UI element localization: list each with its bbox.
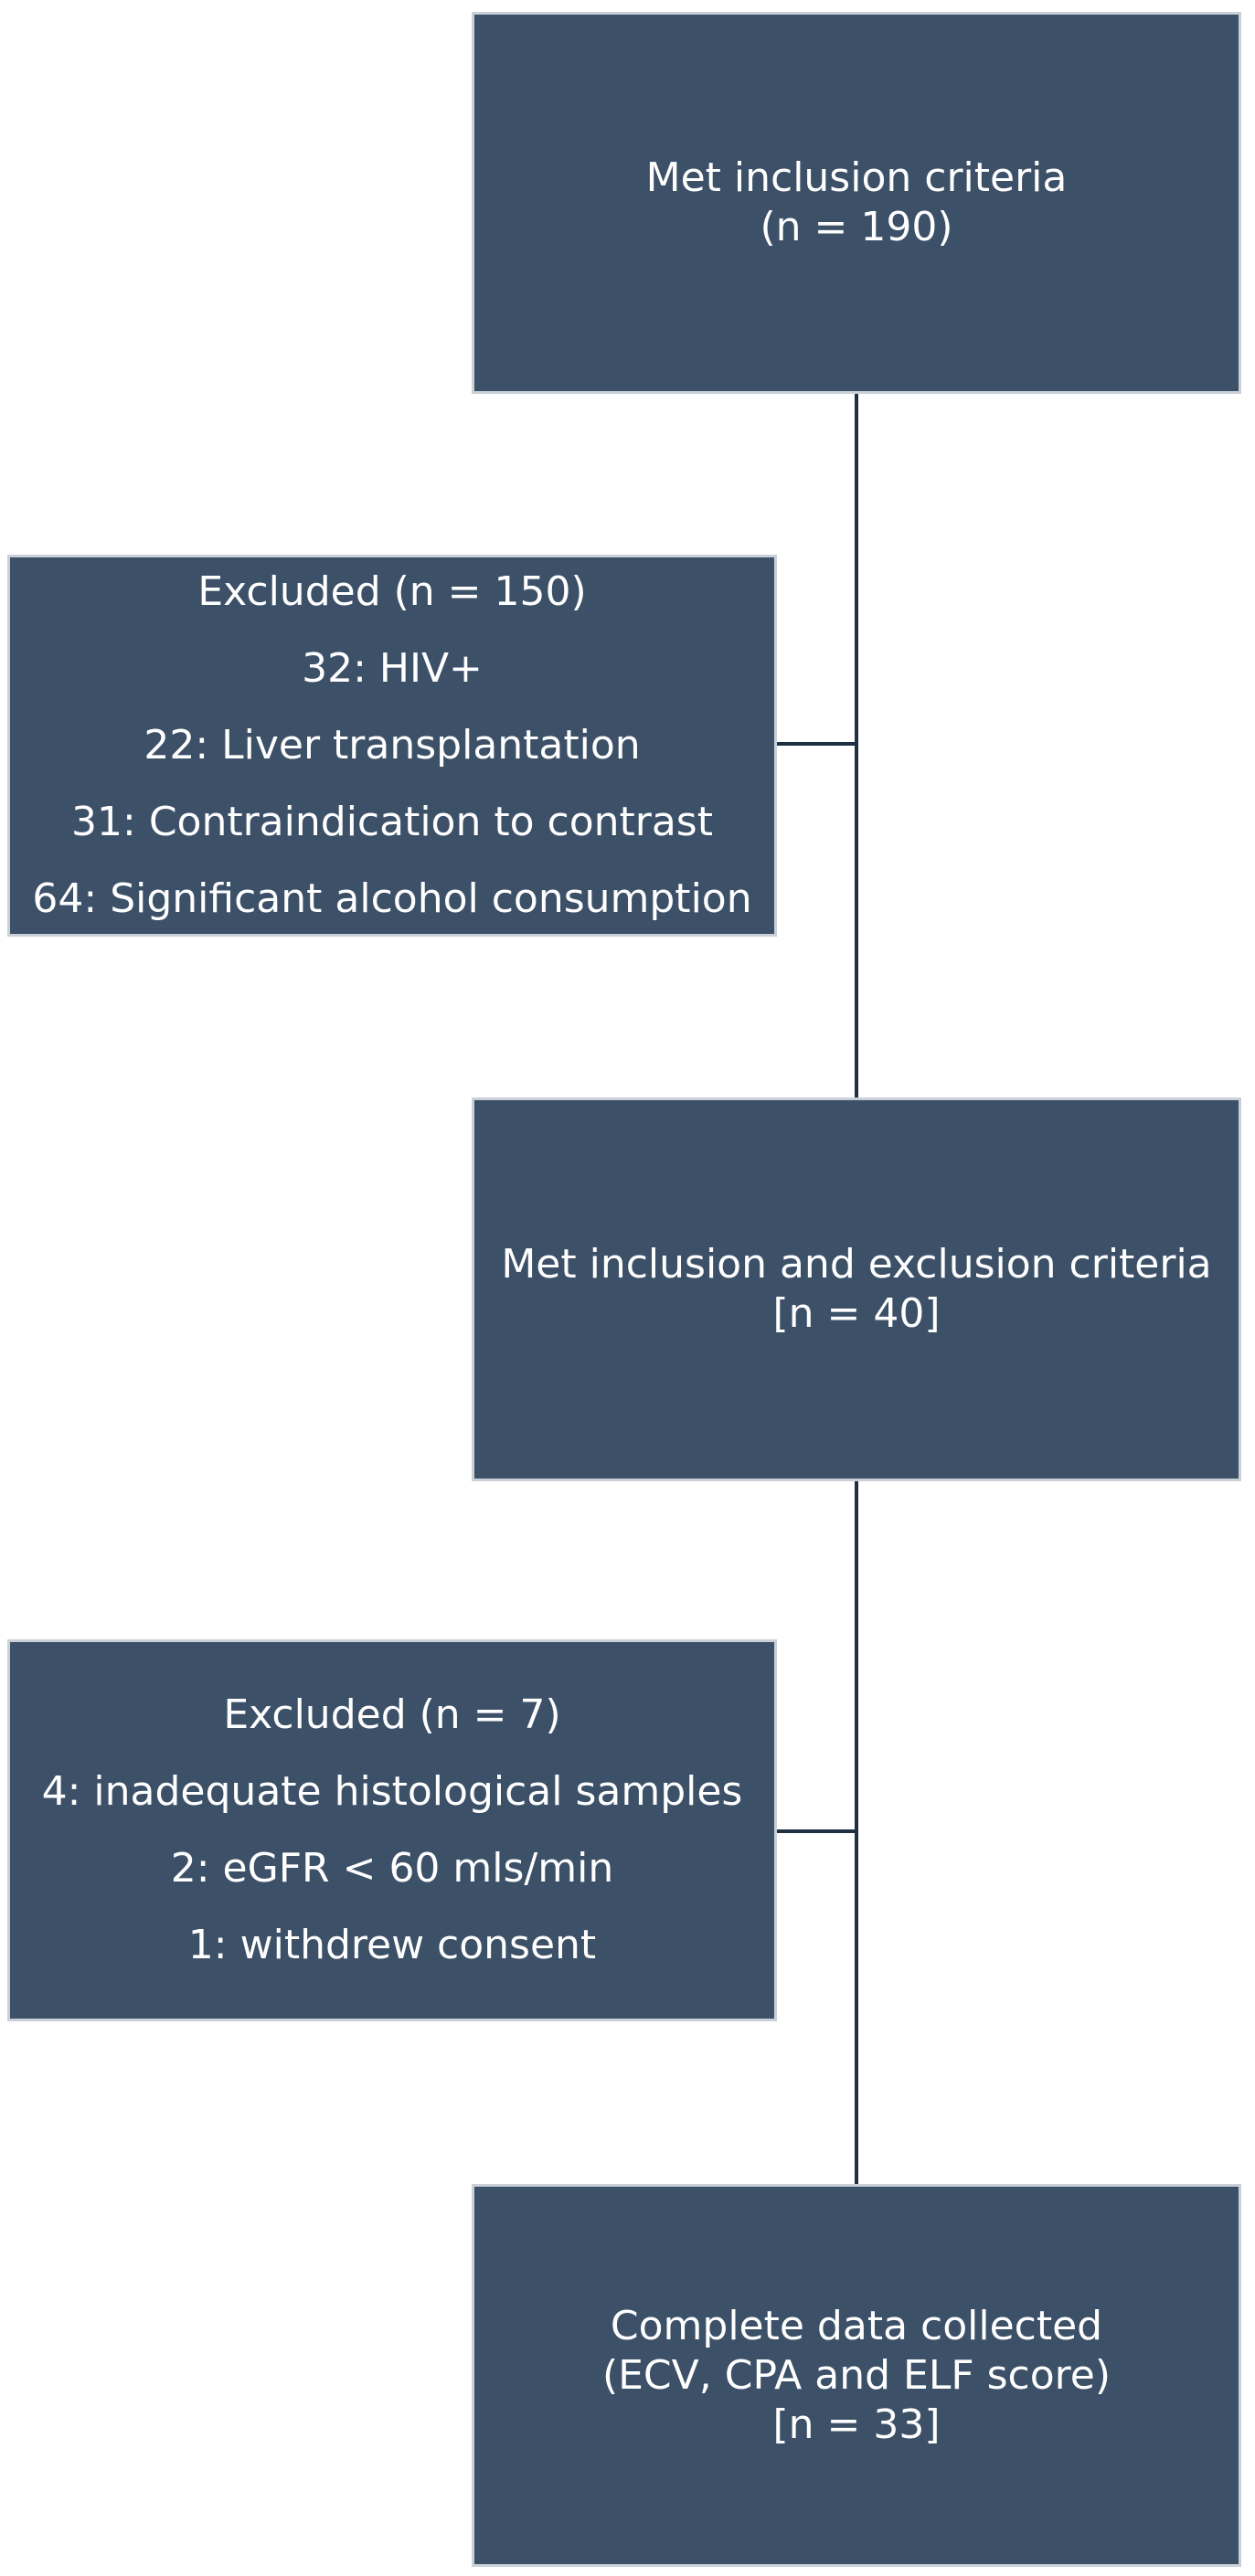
connector-main-1	[855, 393, 858, 1098]
box-complete-data-line-2: (ECV, CPA and ELF score)	[601, 2351, 1111, 2399]
box-excluded-150-line-3: 22: Liver transplantation	[144, 722, 641, 769]
connector-branch-excluded-150	[775, 742, 857, 746]
box-excluded-7-line-2: 4: inadequate histological samples	[41, 1768, 743, 1815]
box-met-inclusion-exclusion: Met inclusion and exclusion criteria [n …	[472, 1097, 1241, 1481]
box-complete-data-line-1: Complete data collected	[610, 2302, 1103, 2349]
box-excluded-7-line-1: Excluded (n = 7)	[223, 1691, 561, 1738]
box-met-inclusion: Met inclusion criteria (n = 190)	[472, 12, 1241, 394]
box-excluded-7-line-4: 1: withdrew consent	[187, 1922, 597, 1968]
box-met-inclusion-line-1: Met inclusion criteria	[645, 154, 1068, 201]
connector-branch-excluded-7	[775, 1829, 857, 1833]
box-excluded-150: Excluded (n = 150) 32: HIV+ 22: Liver tr…	[7, 555, 777, 937]
box-excluded-150-line-1: Excluded (n = 150)	[197, 568, 587, 615]
box-excluded-150-line-5: 64: Significant alcohol consumption	[32, 875, 752, 922]
box-excluded-7-line-3: 2: eGFR < 60 mls/min	[170, 1845, 614, 1892]
box-met-inclusion-exclusion-line-1: Met inclusion and exclusion criteria	[501, 1241, 1212, 1288]
box-excluded-150-line-4: 31: Contraindication to contrast	[71, 799, 713, 845]
box-excluded-7: Excluded (n = 7) 4: inadequate histologi…	[7, 1639, 777, 2021]
box-excluded-150-line-2: 32: HIV+	[302, 645, 483, 692]
box-complete-data-line-3: [n = 33]	[772, 2401, 941, 2448]
box-met-inclusion-exclusion-line-2: [n = 40]	[772, 1290, 941, 1337]
box-met-inclusion-line-2: (n = 190)	[760, 204, 953, 250]
connector-main-2	[855, 1480, 858, 2187]
box-complete-data: Complete data collected (ECV, CPA and EL…	[472, 2184, 1241, 2567]
